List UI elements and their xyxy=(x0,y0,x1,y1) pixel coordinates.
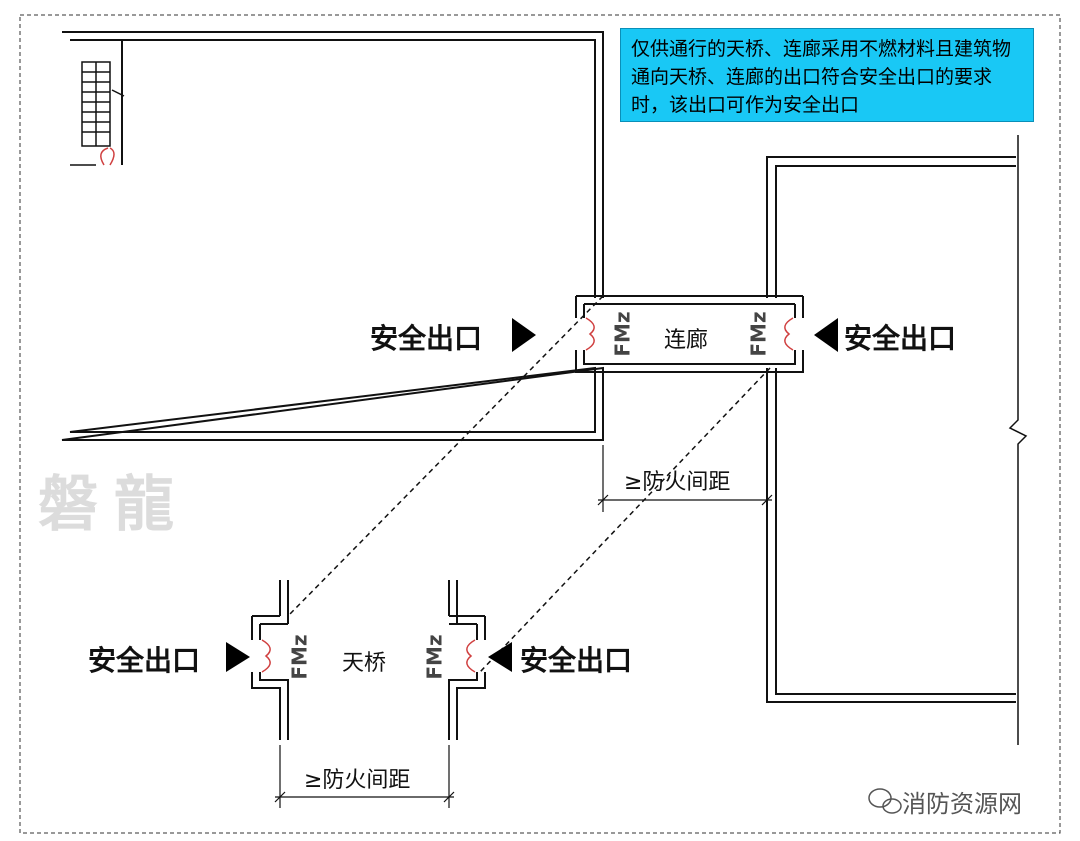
bridge-exit-left-label: 安全出口 xyxy=(88,644,201,677)
building-a xyxy=(61,31,604,441)
bridge-name: 天桥 xyxy=(342,651,387,676)
bridge-spacing-label: ≥防火间距 xyxy=(304,768,411,793)
stairwell xyxy=(70,39,125,166)
arrow-corridor-right xyxy=(814,318,838,352)
bridge-door-left-label: FMz xyxy=(287,634,312,680)
dimension-bridge xyxy=(274,745,455,808)
bridge-door-right-label: FMz xyxy=(422,634,447,680)
outer-frame xyxy=(19,14,1061,834)
projection-lines xyxy=(287,295,771,673)
corridor-name: 连廊 xyxy=(664,328,709,353)
corridor-spacing-label: ≥防火间距 xyxy=(624,470,731,495)
corridor-exit-right-label: 安全出口 xyxy=(844,322,957,355)
building-b xyxy=(766,135,1028,745)
wechat-icon xyxy=(868,788,902,814)
corridor-walls xyxy=(575,295,804,373)
exit-arrows xyxy=(226,318,838,672)
dimension-corridor xyxy=(597,445,773,512)
watermark: 磐龍 xyxy=(38,470,190,540)
note-box: 仅供通行的天桥、连廊采用不燃材料且建筑物通向天桥、连廊的出口符合安全出口的要求时… xyxy=(620,28,1034,122)
source-label: 消防资源网 xyxy=(902,790,1022,818)
bridge-exit-right-label: 安全出口 xyxy=(520,644,633,677)
arrow-bridge-left xyxy=(226,642,250,672)
arrow-corridor-left xyxy=(512,318,536,352)
corridor-exit-left-label: 安全出口 xyxy=(370,322,483,355)
bridge-doors xyxy=(261,639,476,673)
arrow-bridge-right xyxy=(488,642,512,672)
corridor-doors xyxy=(585,317,794,351)
corridor-door-left-label: FMz xyxy=(610,311,635,357)
bridge-walls xyxy=(251,580,486,740)
corridor-door-right-label: FMz xyxy=(746,311,771,357)
